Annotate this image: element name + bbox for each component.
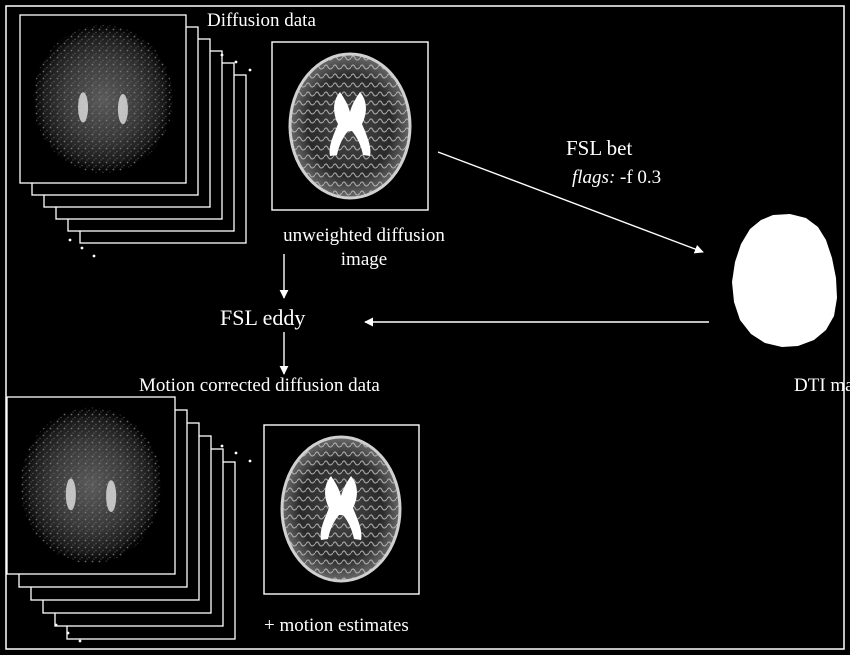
arrow-bet xyxy=(437,151,704,254)
ellipsis-dot xyxy=(234,60,238,64)
dwi-bright-region xyxy=(117,93,128,125)
ventricles xyxy=(320,476,362,540)
ellipsis-dot xyxy=(54,623,58,627)
fsl-bet-flags: flags: -f 0.3 xyxy=(572,168,661,187)
page-border xyxy=(5,5,845,650)
fsl-eddy-label: FSL eddy xyxy=(220,305,306,330)
dti-mask-shape xyxy=(732,214,837,347)
ellipsis-dot xyxy=(66,631,70,635)
diffusion-data-stack xyxy=(19,14,252,258)
ellipsis-dot xyxy=(248,68,252,72)
ellipsis-dot xyxy=(92,254,96,258)
unweighted-diffusion-image xyxy=(271,41,429,211)
motion-corrected-label: Motion corrected diffusion data xyxy=(139,375,380,396)
ellipsis-dot xyxy=(234,451,238,455)
dwi-noise-texture xyxy=(33,25,173,173)
ellipsis-dot xyxy=(80,246,84,250)
unweighted-image-label-line2: image xyxy=(340,249,388,270)
dwi-bright-region xyxy=(65,478,76,511)
ventricles xyxy=(329,92,371,156)
dwi-noise-texture xyxy=(20,407,162,564)
dwi-bright-region xyxy=(78,92,89,123)
motion-corrected-stack xyxy=(6,396,252,643)
fsl-bet-label: FSL bet xyxy=(566,136,633,160)
ellipsis-dot xyxy=(248,459,252,463)
motion-estimates-label: + motion estimates xyxy=(264,615,409,636)
ellipsis-dot xyxy=(220,444,224,448)
corrected-unweighted-image xyxy=(263,424,420,595)
ellipsis-dot xyxy=(220,53,224,57)
ellipsis-dot xyxy=(68,238,72,242)
dwi-bright-region xyxy=(106,480,117,513)
flags-value: -f 0.3 xyxy=(615,167,662,188)
diffusion-data-label: Diffusion data xyxy=(207,10,316,31)
flags-key: flags: xyxy=(572,167,616,188)
dti-mask-label: DTI mask xyxy=(794,375,850,396)
ellipsis-dot xyxy=(78,639,82,643)
unweighted-image-label-line1: unweighted diffusion xyxy=(283,225,445,246)
